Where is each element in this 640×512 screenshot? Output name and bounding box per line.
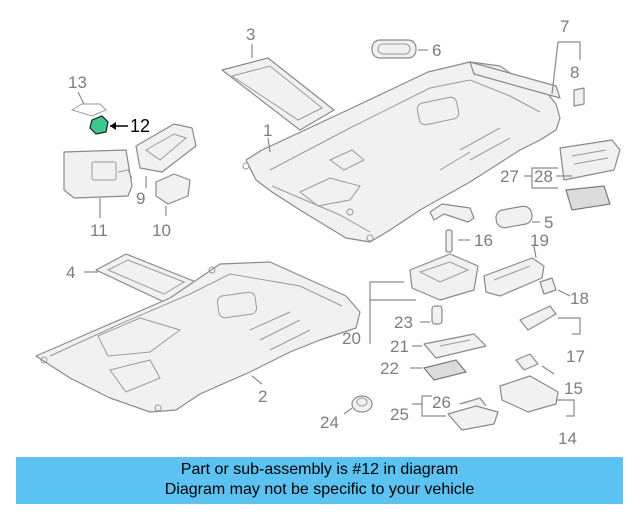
part-20-console [409,253,479,301]
part-6 [371,39,417,59]
callout-13: 13 [68,73,87,92]
banner-line-2: Diagram may not be specific to your vehi… [164,481,475,498]
callout-8: 8 [570,63,579,82]
callout-16: 16 [474,231,493,250]
banner-line-1: Part or sub-assembly is #12 in diagram [180,461,459,478]
leader-25 [412,395,446,417]
part-25-26 [447,397,499,431]
callout-9: 9 [136,189,145,208]
callout-5: 5 [544,213,553,232]
headliner-lower [35,261,361,413]
part-24 [351,395,373,413]
callout-2: 2 [258,387,267,406]
callout-3: 3 [246,25,255,44]
part-18 [519,277,557,331]
parts-diagram: 1 3 6 7 8 13 12 11 9 [35,17,621,448]
leader-2 [251,375,263,385]
part-15 [499,353,559,413]
info-banner: Part or sub-assembly is #12 in diagram D… [16,457,623,504]
leader-12-arrow [110,122,116,130]
callout-18: 18 [570,289,589,308]
callout-26: 26 [432,393,451,412]
leader-18 [557,289,581,335]
leader-7 [551,41,581,95]
part-11-visor [63,149,133,199]
callout-27: 27 [500,167,519,186]
callout-25: 25 [390,405,409,424]
callout-22: 22 [380,359,399,378]
callout-4: 4 [66,263,75,282]
callout-23: 23 [394,313,413,332]
callout-20: 20 [342,329,361,348]
part-12-highlighted [89,115,109,135]
part-21 [423,333,487,359]
leader-1 [267,137,271,153]
callout-11: 11 [90,221,108,240]
part-10 [155,173,191,205]
headliner-upper [242,61,561,243]
part-7-rail [469,61,561,99]
leader-24 [343,407,353,415]
callout-6: 6 [432,41,441,60]
callout-14: 14 [558,429,577,448]
part-5-lens [495,205,533,229]
callout-19: 19 [530,231,549,250]
callout-12: 12 [130,116,150,136]
part-19 [483,257,545,297]
callout-7: 7 [560,17,569,36]
callout-21: 21 [390,337,409,356]
leader-27 [524,167,558,189]
leader-13 [77,91,85,105]
part-27-console [559,139,621,211]
leader-19 [533,245,537,259]
part-22 [422,359,468,381]
part-23 [431,305,443,325]
callout-24: 24 [320,413,339,432]
leader-15 [541,365,575,417]
callout-1: 1 [263,121,272,140]
callout-17: 17 [566,347,585,366]
leader-20 [369,281,416,344]
callout-10: 10 [152,221,171,240]
part-16-grab-handle [429,203,475,253]
part-13-hook [70,103,107,117]
part-8-clip [573,87,585,107]
callout-28: 28 [534,167,553,186]
part-3-pad [221,57,335,131]
callout-15: 15 [564,379,583,398]
part-9-bracket [117,123,197,179]
